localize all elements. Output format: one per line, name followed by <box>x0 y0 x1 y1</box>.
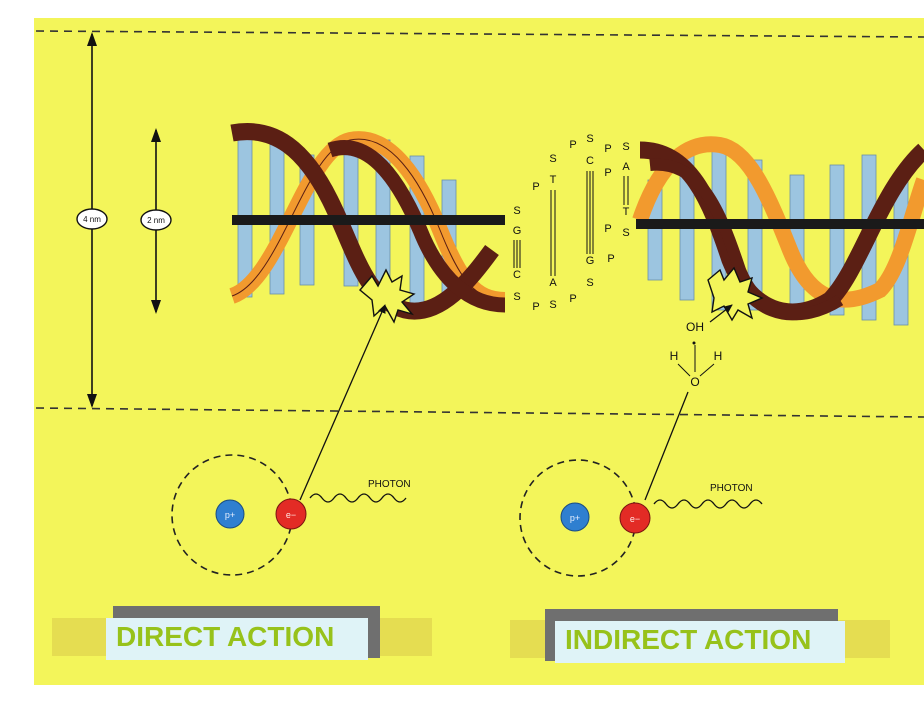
direct-action-caption: DIRECT ACTION <box>106 618 368 660</box>
indirect-action-caption: INDIRECT ACTION <box>555 621 845 663</box>
break-burst-right <box>707 266 764 322</box>
strand-mid1-1: S <box>549 153 556 165</box>
proton-indirect <box>560 502 590 532</box>
backbone-orange-right <box>632 136 924 308</box>
strand-left-p1: P <box>532 181 539 193</box>
strand-right-1: S <box>622 141 629 153</box>
proton-direct-label: p+ <box>225 510 235 520</box>
water-o: O <box>690 375 699 389</box>
photon-wave-direct <box>309 493 407 503</box>
strand-right-2: A <box>622 161 630 173</box>
hydroxyl-arrow <box>709 304 733 323</box>
strand-right-3: T <box>623 206 630 218</box>
water-molecule: H H O OH <box>670 304 733 389</box>
strand-mid1-p2: P <box>569 293 576 305</box>
proton-indirect-label: p+ <box>570 513 580 523</box>
helix-axis-right <box>636 219 924 229</box>
electron-path-indirect <box>644 391 689 501</box>
dna-helix-right <box>632 136 924 326</box>
strand-mid2-1: S <box>586 133 593 145</box>
dna-helix-left <box>228 123 506 324</box>
proton-direct <box>215 499 245 529</box>
electron-direct-label: e− <box>286 510 296 520</box>
atom-indirect: p+ e− PHOTON <box>519 391 763 577</box>
strand-mid1-4: S <box>549 299 556 311</box>
photon-wave-indirect <box>653 499 763 509</box>
strand-mid2-3: G <box>586 255 595 267</box>
strand-mid2-4: S <box>586 277 593 289</box>
strand-mid1-3: A <box>549 277 557 289</box>
scale-2nm: 2 nm <box>140 128 172 314</box>
electron-indirect <box>619 502 651 534</box>
scale-4nm-label: 4 nm <box>83 215 101 224</box>
strand-sequences: S G C S P P S T A S P P S C G S P P S A … <box>513 133 631 313</box>
strand-right-4: S <box>622 227 629 239</box>
strand-left-4: S <box>513 291 520 303</box>
strand-mid1-2: T <box>550 174 557 186</box>
atom-direct: p+ e− PHOTON <box>171 304 411 576</box>
strand-mid2-p2: P <box>607 253 614 265</box>
strand-left-p2: P <box>532 301 539 313</box>
background-panel <box>34 18 924 685</box>
electron-path-direct <box>299 304 386 501</box>
strand-left-3: C <box>513 269 521 281</box>
photon-indirect-label: PHOTON <box>710 483 753 494</box>
hydroxyl-label: OH <box>686 320 704 334</box>
strand-mid2-p1: P <box>604 143 611 155</box>
water-h-left: H <box>670 349 679 363</box>
strand-right-p2: P <box>604 223 611 235</box>
electron-indirect-label: e− <box>630 514 640 524</box>
backbone-dark-left <box>230 123 499 320</box>
scale-2nm-label: 2 nm <box>147 216 165 225</box>
strand-mid2-2: C <box>586 155 594 167</box>
strand-left-1: S <box>513 205 520 217</box>
strand-mid1-p1: P <box>569 139 576 151</box>
helix-axis-left <box>232 215 505 225</box>
scale-4nm: 4 nm <box>76 32 108 408</box>
electron-direct <box>275 498 307 530</box>
strand-right-p1: P <box>604 167 611 179</box>
strand-left-2: G <box>513 225 522 237</box>
photon-direct-label: PHOTON <box>368 479 411 490</box>
water-h-right: H <box>714 349 723 363</box>
